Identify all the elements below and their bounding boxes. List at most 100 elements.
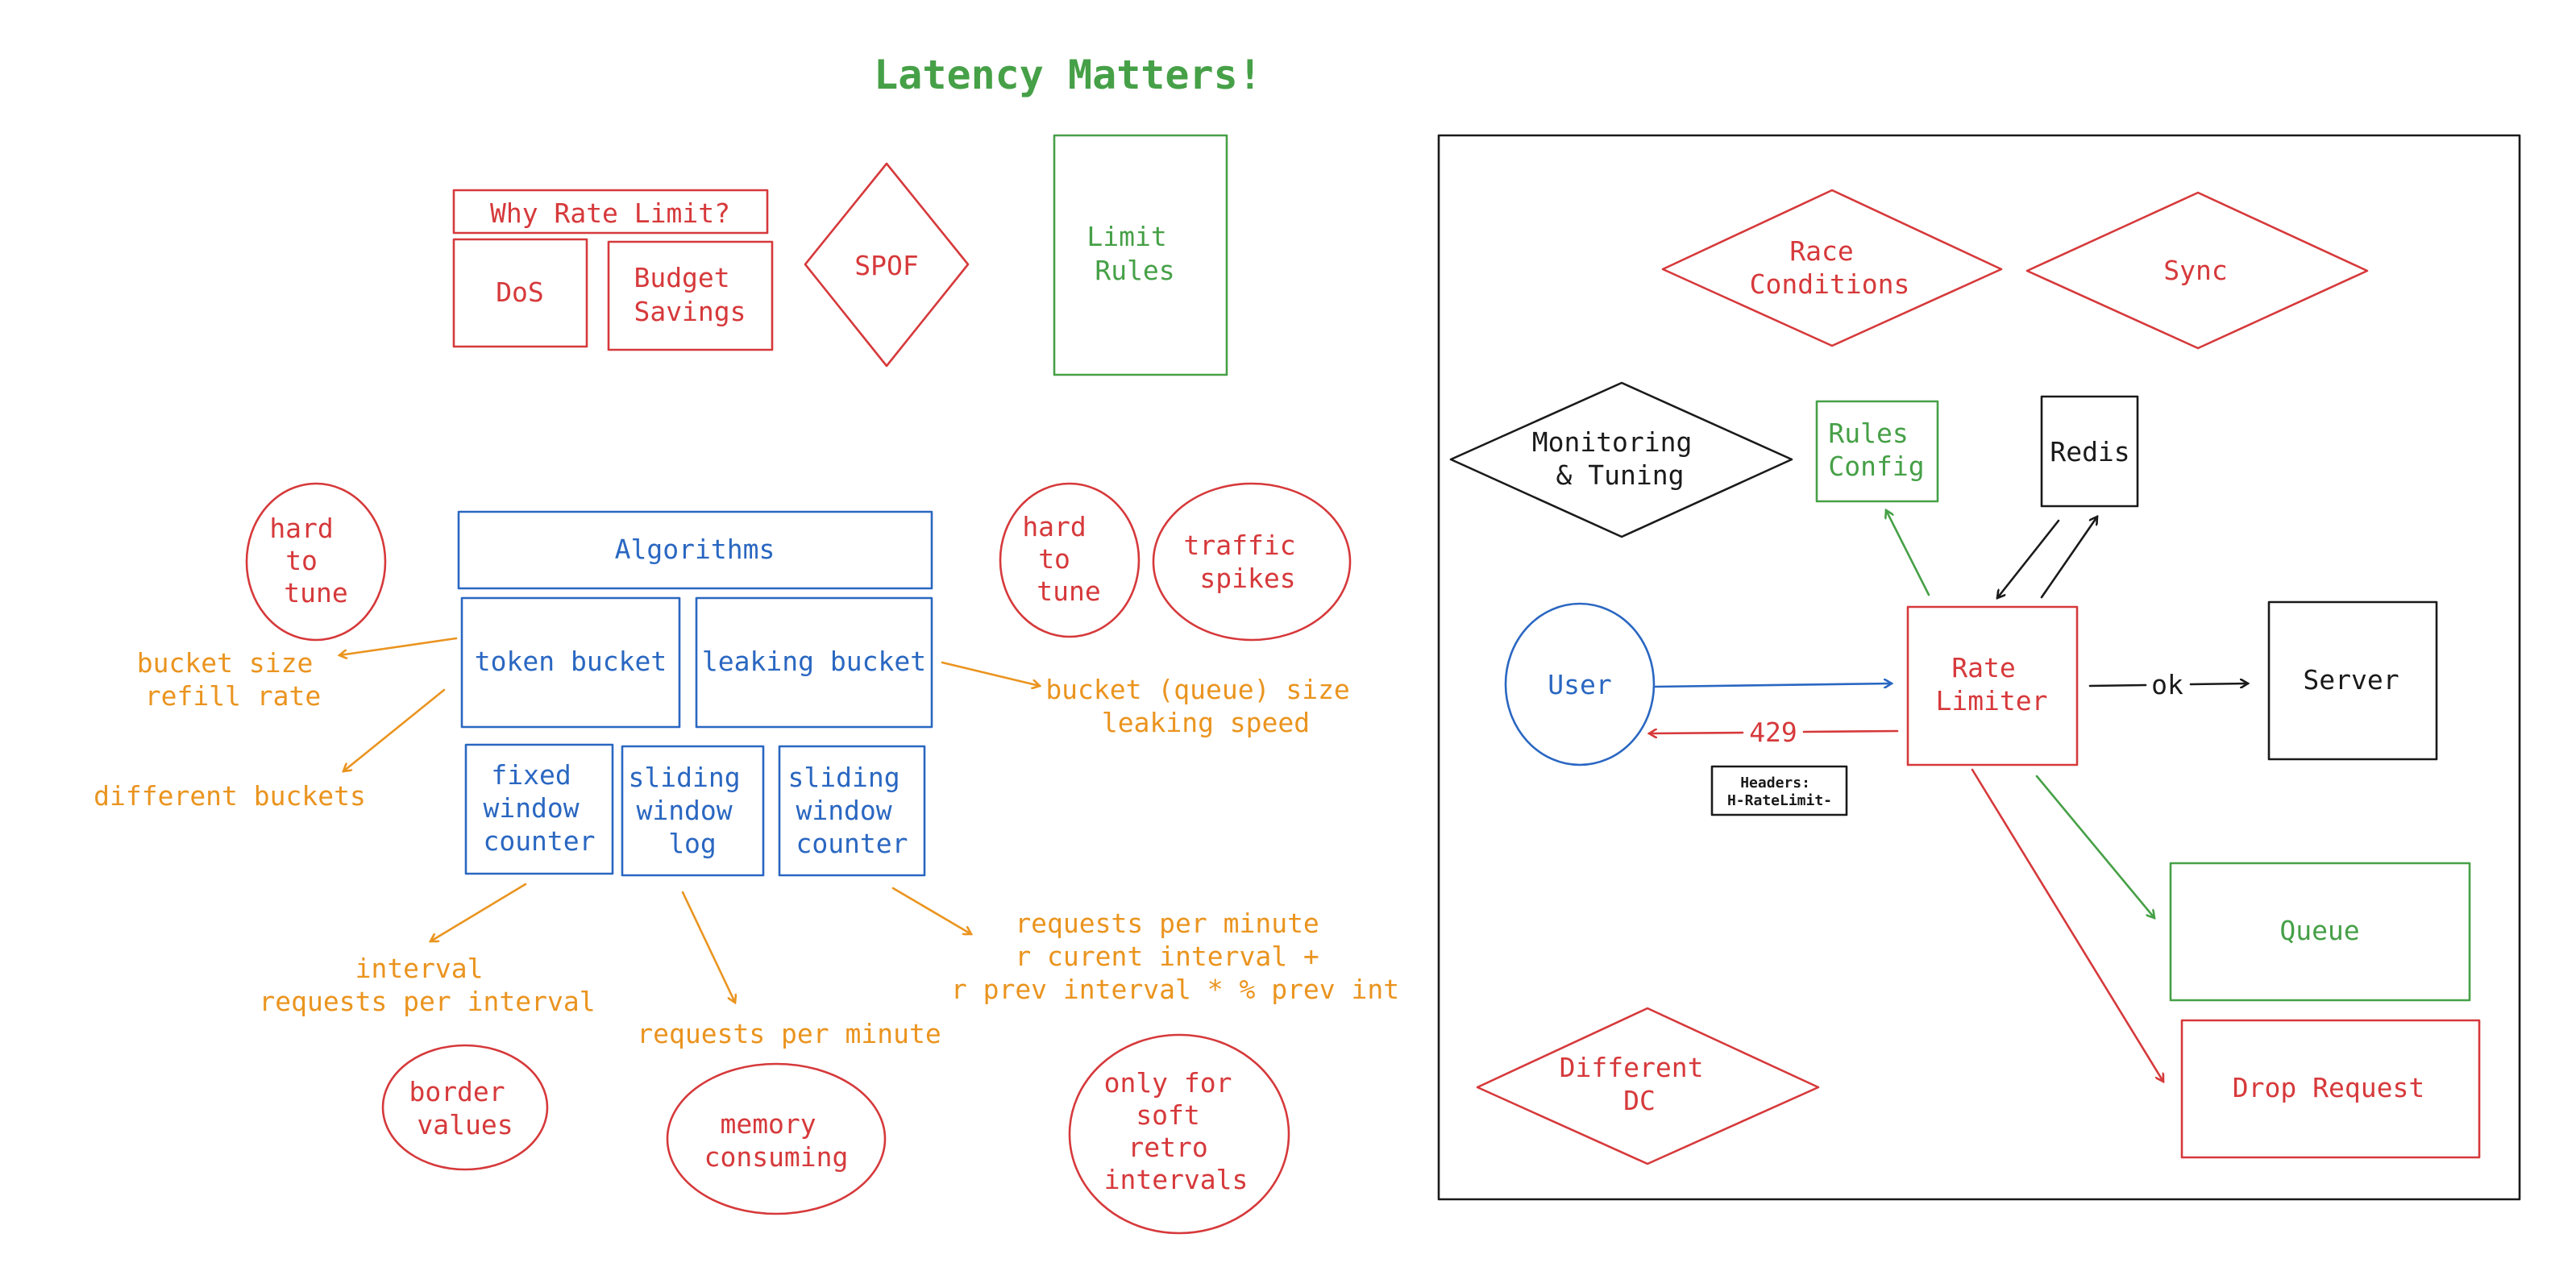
hard-to-tune-left-label: hard to tune: [269, 513, 349, 609]
sliding-counter-line-2: window: [796, 795, 891, 826]
arrow-token-to-bucket-size: [339, 637, 458, 655]
rules-config-line-1: Rules: [1828, 417, 1908, 449]
fixed-window-line-2: window: [483, 792, 579, 824]
traffic-spikes-line-1: traffic: [1184, 530, 1296, 561]
different-dc-line-1: Different: [1560, 1052, 1704, 1083]
fixed-window-counter-label: fixed window counter: [483, 759, 595, 857]
border-values-circle: [381, 1044, 549, 1171]
spof-label: SPOF: [854, 250, 918, 281]
race-conditions-diamond: [1661, 189, 2003, 347]
note-queue-size-line-2: leaking speed: [1102, 707, 1310, 738]
leaking-bucket-box: [695, 596, 933, 729]
note-bucket-size-line-1: bucket size: [137, 647, 314, 679]
note-queue-size: bucket (queue) size leaking speed: [1045, 674, 1365, 738]
budget-savings-label: Budget Savings: [634, 262, 746, 327]
traffic-spikes-label: traffic spikes: [1184, 530, 1312, 594]
dos-box: [452, 238, 588, 348]
sliding-counter-line-3: counter: [796, 828, 908, 859]
soft-retro-line-4: intervals: [1104, 1164, 1249, 1195]
fixed-window-line-1: fixed: [491, 759, 571, 791]
headers-line-1: Headers:: [1740, 775, 1810, 791]
budget-savings-line-1: Budget: [634, 262, 729, 293]
spof-diamond: [804, 162, 970, 368]
arrow-counter-to-formula: [891, 887, 971, 934]
different-dc-label: Different DC: [1560, 1052, 1720, 1116]
rules-config-line-2: Config: [1828, 451, 1924, 482]
monitoring-line-1: Monitoring: [1532, 426, 1693, 458]
memory-consuming-label: memory consuming: [704, 1108, 849, 1173]
border-values-line-2: values: [417, 1109, 513, 1140]
arrow-rate-limiter-to-drop: [1971, 768, 2163, 1082]
rate-limiter-label: Rate Limiter: [1935, 652, 2047, 717]
arrow-429-right-segment: [1802, 729, 1899, 733]
hard-to-tune-right-line-3: tune: [1037, 575, 1100, 607]
race-conditions-line-1: Race: [1789, 235, 1853, 267]
monitoring-label: Monitoring & Tuning: [1532, 426, 1709, 491]
race-conditions-label: Race Conditions: [1750, 235, 1910, 300]
monitoring-line-2: & Tuning: [1556, 459, 1685, 491]
headers-box: [1710, 765, 1848, 816]
note-interval-line-2: requests per interval: [259, 986, 595, 1017]
why-rate-limit-label: Why Rate Limit?: [490, 197, 730, 229]
sliding-log-line-3: log: [668, 828, 717, 859]
rate-limiter-line-2: Limiter: [1935, 685, 2047, 717]
hard-to-tune-left-circle: [245, 482, 387, 642]
hard-to-tune-left-line-3: tune: [284, 577, 347, 609]
redis-label: Redis: [2050, 436, 2129, 467]
diagram-title: Latency Matters!: [874, 52, 1262, 98]
arrow-redis-to-rate-limiter: [1997, 519, 2060, 598]
note-interval-line-1: interval: [355, 953, 484, 984]
limit-rules-box: [1053, 134, 1228, 376]
soft-retro-line-3: retro: [1128, 1132, 1207, 1163]
soft-retro-label: only for soft retro intervals: [1104, 1067, 1249, 1195]
sliding-window-log-box: [621, 745, 765, 877]
soft-retro-line-2: soft: [1136, 1099, 1199, 1131]
architecture-panel: Race Conditions Sync Monitoring & Tuning…: [1437, 134, 2521, 1201]
token-bucket-label: token bucket: [475, 646, 667, 677]
arrow-rate-limiter-to-redis: [2040, 517, 2097, 599]
rules-config-box: [1815, 400, 1939, 503]
traffic-spikes-line-2: spikes: [1199, 563, 1295, 594]
fixed-window-line-3: counter: [483, 825, 595, 857]
token-bucket-box: [460, 596, 681, 729]
queue-box: [2169, 862, 2471, 1002]
drop-request-label: Drop Request: [2233, 1072, 2424, 1103]
arrow-fixed-to-interval: [430, 883, 527, 941]
redis-box: [2040, 395, 2139, 508]
user-circle: [1504, 602, 1656, 766]
headers-line-2: H-RateLimit-: [1727, 792, 1832, 809]
headers-label: Headers: H-RateLimit-: [1727, 775, 1832, 809]
memory-consuming-circle: [666, 1062, 887, 1215]
budget-savings-line-2: Savings: [634, 296, 746, 327]
limit-rules-line-2: Rules: [1095, 255, 1174, 286]
hard-to-tune-right-circle: [999, 482, 1141, 638]
ok-label: ok: [2151, 669, 2183, 700]
note-queue-size-line-1: bucket (queue) size: [1045, 674, 1350, 705]
note-formula-line-1: requests per minute: [1015, 908, 1319, 939]
note-bucket-size-line-2: refill rate: [145, 680, 322, 712]
dos-label: DoS: [496, 276, 544, 308]
traffic-spikes-circle: [1152, 482, 1352, 642]
hard-to-tune-right-line-2: to: [1038, 543, 1070, 575]
arrow-ok-to-server: [2189, 683, 2248, 684]
note-different-buckets: different buckets: [93, 780, 366, 812]
arrow-log-to-req-per-min: [681, 891, 735, 1003]
arrow-token-to-different-buckets: [343, 688, 446, 771]
note-interval: interval requests per interval: [259, 953, 595, 1017]
queue-label: Queue: [2279, 915, 2359, 946]
concerns-group: hard to tune hard to tune traffic spikes…: [245, 482, 1352, 1235]
budget-savings-box: [607, 240, 774, 351]
border-values-label: border values: [409, 1076, 521, 1140]
limit-rules-label: Limit Rules: [1086, 221, 1182, 286]
note-formula-line-3: r prev interval * % prev int: [951, 974, 1399, 1005]
why-rate-limit-group: Why Rate Limit? DoS Budget Savings SPOF: [452, 162, 970, 368]
note-sliding-counter-formula: requests per minute r curent interval + …: [951, 908, 1399, 1005]
limit-rules-line-1: Limit: [1086, 221, 1166, 252]
sliding-window-counter-label: sliding window counter: [788, 762, 916, 859]
sliding-counter-line-1: sliding: [788, 762, 900, 793]
note-bucket-size: bucket size refill rate: [137, 647, 329, 712]
sliding-window-counter-box: [778, 745, 926, 877]
hard-to-tune-right-line-1: hard: [1022, 511, 1086, 542]
sync-label: Sync: [2163, 255, 2227, 286]
hard-to-tune-left-line-1: hard: [269, 513, 333, 544]
